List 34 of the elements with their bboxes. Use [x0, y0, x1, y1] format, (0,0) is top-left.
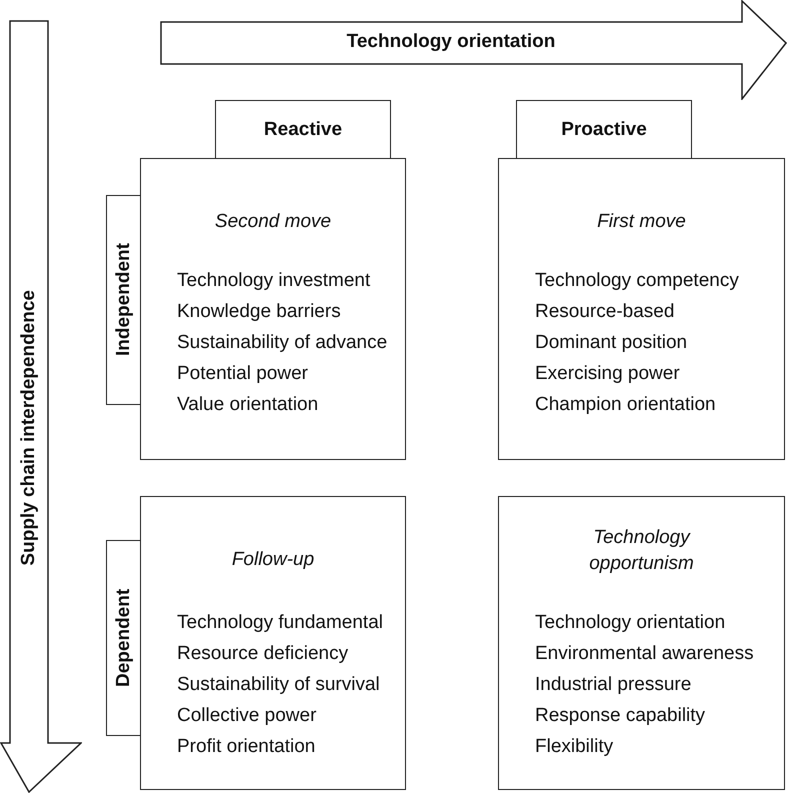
row-header: Dependent — [106, 540, 142, 736]
row-header: Independent — [106, 195, 142, 405]
list-item: Flexibility — [535, 735, 614, 759]
list-item: Resource-based — [535, 300, 674, 324]
list-item: Technology orientation — [535, 611, 726, 635]
list-item: Profit orientation — [177, 735, 316, 759]
quadrant-panel — [498, 158, 785, 460]
quadrant-panel — [140, 158, 406, 460]
list-item: Response capability — [535, 704, 706, 728]
quadrant-heading: Technology opportunism — [588, 526, 695, 576]
list-item: Dominant position — [535, 331, 688, 355]
list-item: Industrial pressure — [535, 673, 692, 697]
list-item: Collective power — [177, 704, 316, 728]
list-item: Sustainability of advance — [177, 331, 388, 355]
list-item: Technology competency — [535, 269, 739, 293]
list-item: Technology fundamental — [177, 611, 383, 635]
list-item: Sustainability of survival — [177, 673, 380, 697]
column-header: Proactive — [516, 100, 692, 160]
list-item: Champion orientation — [535, 393, 716, 417]
quadrant-panel — [140, 496, 406, 790]
list-item: Resource deficiency — [177, 642, 348, 666]
list-item: Environmental awareness — [535, 642, 754, 666]
list-item: Value orientation — [177, 393, 318, 417]
list-item: Technology investment — [177, 269, 370, 293]
quadrant-heading: Follow-up — [230, 548, 316, 572]
axis-title: Supply chain interdependence — [18, 290, 40, 566]
quadrant-panel — [498, 496, 785, 790]
quadrant-heading: Second move — [214, 210, 332, 234]
list-item: Potential power — [177, 362, 308, 386]
column-header: Reactive — [215, 100, 391, 160]
quadrant-heading: First move — [596, 210, 687, 234]
list-item: Knowledge barriers — [177, 300, 341, 324]
list-item: Exercising power — [535, 362, 680, 386]
axis-title: Technology orientation — [346, 31, 556, 53]
